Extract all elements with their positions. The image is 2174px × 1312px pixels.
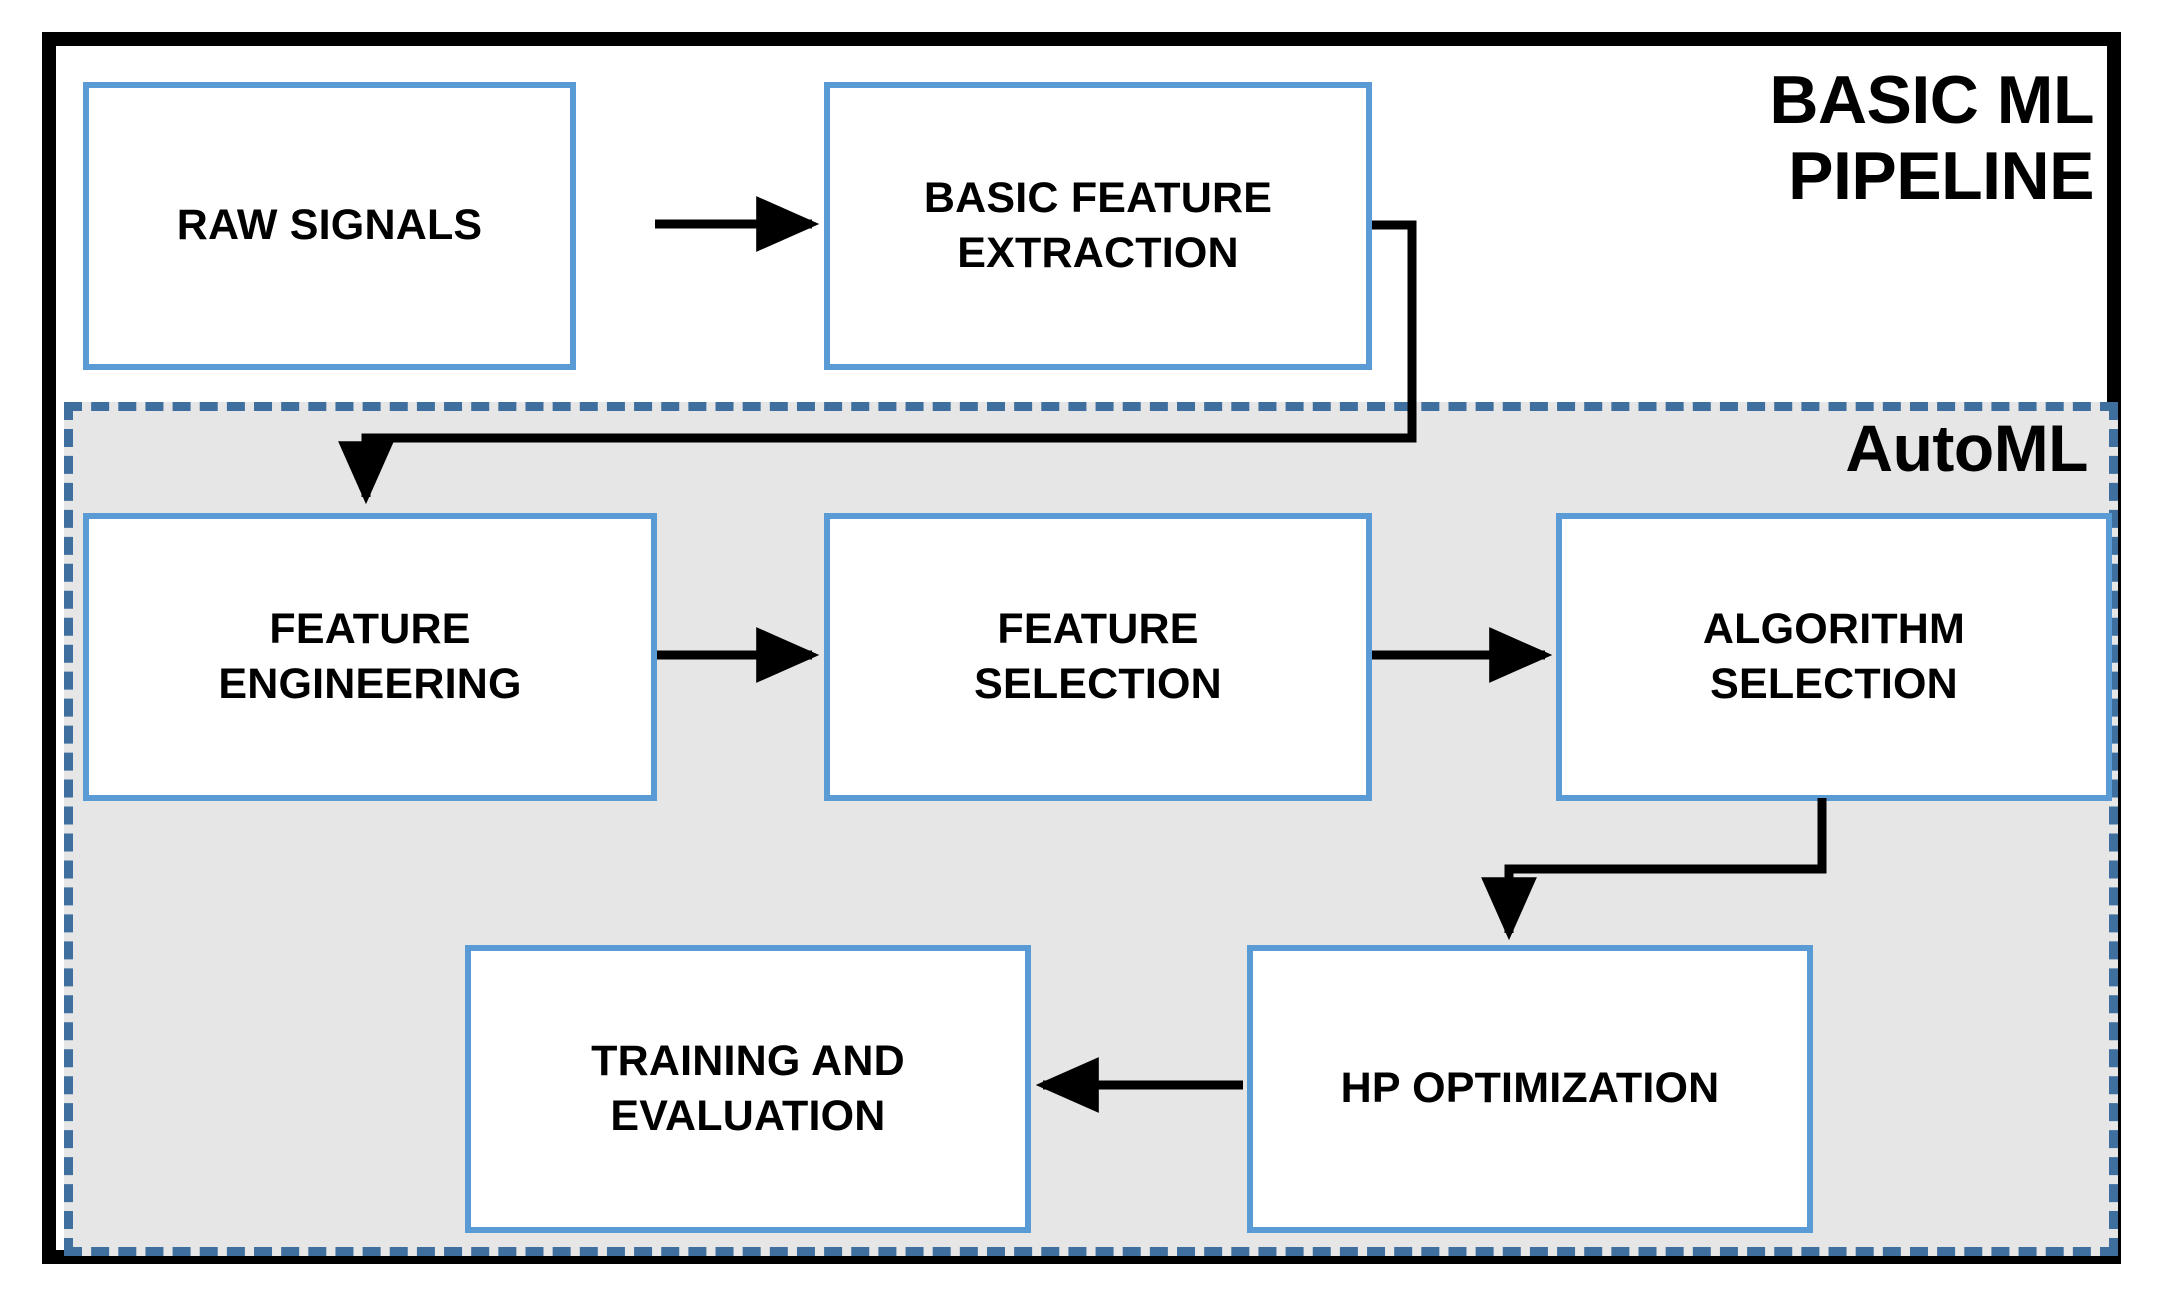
node-feature-selection-label: FEATURE SELECTION — [966, 602, 1230, 712]
node-basic-feature-extraction-line-1: BASIC FEATURE — [923, 173, 1273, 222]
node-basic-feature-extraction-label: BASIC FEATURE EXTRACTION — [916, 171, 1280, 281]
node-training-and-evaluation-line-1: TRAINING AND — [591, 1036, 905, 1085]
node-feature-engineering-label: FEATURE ENGINEERING — [210, 602, 529, 712]
page-title-line-2: PIPELINE — [1788, 138, 2094, 215]
node-algorithm-selection-label: ALGORITHM SELECTION — [1695, 602, 1973, 712]
node-algorithm-selection-line-2: SELECTION — [1710, 660, 1958, 708]
node-feature-selection-line-1: FEATURE — [997, 604, 1199, 653]
node-algorithm-selection-line-1: ALGORITHM — [1702, 604, 1966, 653]
node-feature-engineering-line-1: FEATURE — [269, 604, 471, 653]
node-basic-feature-extraction[interactable]: BASIC FEATURE EXTRACTION — [824, 82, 1372, 370]
node-training-and-evaluation-line-2: EVALUATION — [610, 1092, 886, 1140]
node-raw-signals-label: RAW SIGNALS — [169, 198, 491, 253]
node-hp-optimization[interactable]: HP OPTIMIZATION — [1247, 945, 1813, 1233]
node-hp-optimization-label: HP OPTIMIZATION — [1333, 1061, 1728, 1116]
node-raw-signals-line-1: RAW SIGNALS — [176, 201, 483, 250]
node-feature-selection[interactable]: FEATURE SELECTION — [824, 513, 1372, 801]
node-raw-signals[interactable]: RAW SIGNALS — [83, 82, 576, 370]
node-training-and-evaluation[interactable]: TRAINING AND EVALUATION — [465, 945, 1031, 1233]
node-feature-selection-line-2: SELECTION — [974, 660, 1222, 708]
page-title: BASIC ML PIPELINE — [1769, 62, 2094, 214]
node-training-and-evaluation-label: TRAINING AND EVALUATION — [583, 1034, 913, 1144]
automl-group-label: AutoML — [1845, 411, 2088, 485]
node-algorithm-selection[interactable]: ALGORITHM SELECTION — [1556, 513, 2112, 801]
page-title-line-1: BASIC ML — [1769, 62, 2094, 138]
node-feature-engineering-line-2: ENGINEERING — [218, 660, 522, 708]
node-hp-optimization-line-1: HP OPTIMIZATION — [1340, 1064, 1720, 1113]
node-basic-feature-extraction-line-2: EXTRACTION — [957, 229, 1239, 277]
node-feature-engineering[interactable]: FEATURE ENGINEERING — [83, 513, 657, 801]
